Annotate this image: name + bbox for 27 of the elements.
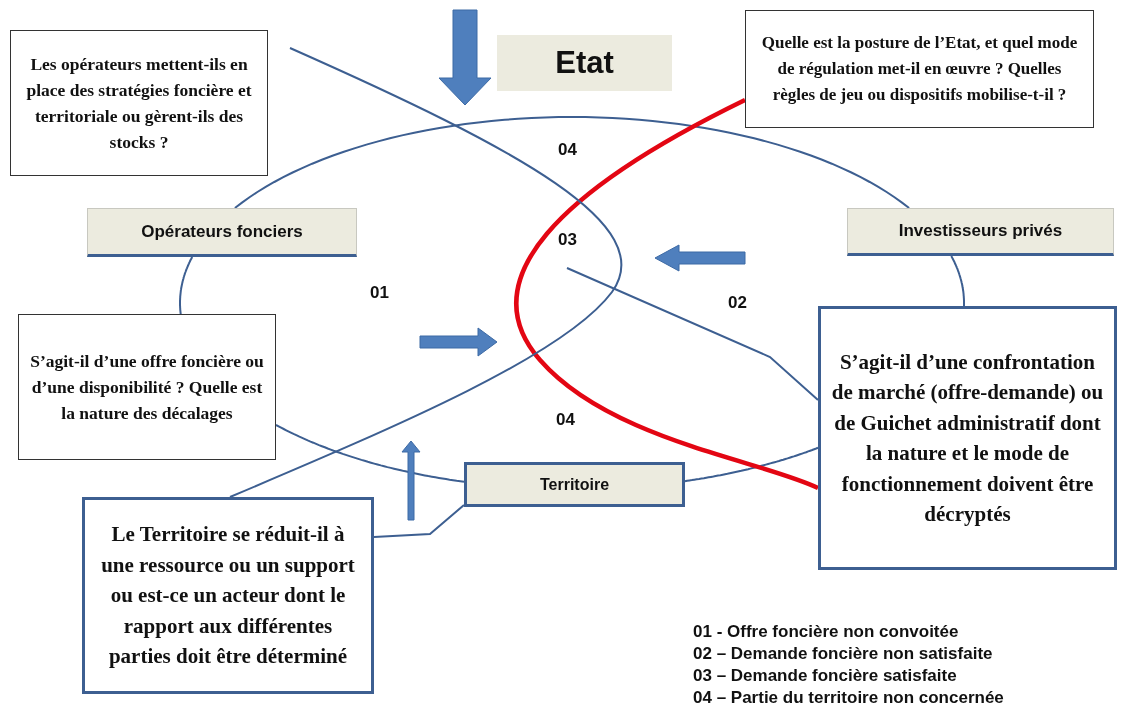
zone-number: 01: [370, 283, 389, 303]
question-box: Le Territoire se réduit-il à une ressource ou un support ou est-ce un acteur dont le rapport aux différentes parties doit être déterminé: [82, 497, 374, 694]
connector-line: [233, 116, 911, 209]
zone-number: 04: [556, 410, 575, 430]
actor-label: Territoire: [464, 462, 685, 507]
question-box: S’agit-il d’une confrontation de marché (offre-demande) ou de Guichet administratif dont la nature et le mode de fonctionnement doivent être décryptés: [818, 306, 1117, 570]
actor-label: Investisseurs privés: [847, 208, 1114, 256]
connector-line: [950, 255, 965, 307]
legend-entry: 03 – Demande foncière satisfaite: [693, 666, 957, 686]
zone-number: 02: [728, 293, 747, 313]
connector-line: [514, 98, 819, 491]
question-box: Quelle est la posture de l’Etat, et quel mode de régulation met-il en œuvre ? Quelles règles de jeu ou dispositifs mobilise-t-il ?: [745, 10, 1094, 128]
legend-entry: 04 – Partie du territoire non concernée: [693, 688, 1004, 708]
legend-entry: 02 – Demande foncière non satisfaite: [693, 644, 993, 664]
connector-line: [684, 446, 819, 483]
zone-number: 03: [558, 230, 577, 250]
question-box: Les opérateurs mettent-ils en place des stratégies foncière et territoriale ou gèrent-ils des stocks ?: [10, 30, 268, 176]
actor-label: Etat: [497, 35, 672, 91]
connector-line: [179, 256, 194, 315]
connector-line: [373, 504, 465, 538]
actor-label: Opérateurs fonciers: [87, 208, 357, 257]
connector-line: [275, 424, 465, 483]
zone-number: 04: [558, 140, 577, 160]
boundary-line: [566, 267, 819, 401]
legend-entry: 01 - Offre foncière non convoitée: [693, 622, 959, 642]
boundary-line: [229, 47, 622, 498]
question-box: S’agit-il d’une offre foncière ou d’une disponibilité ? Quelle est la nature des décalages: [18, 314, 276, 460]
